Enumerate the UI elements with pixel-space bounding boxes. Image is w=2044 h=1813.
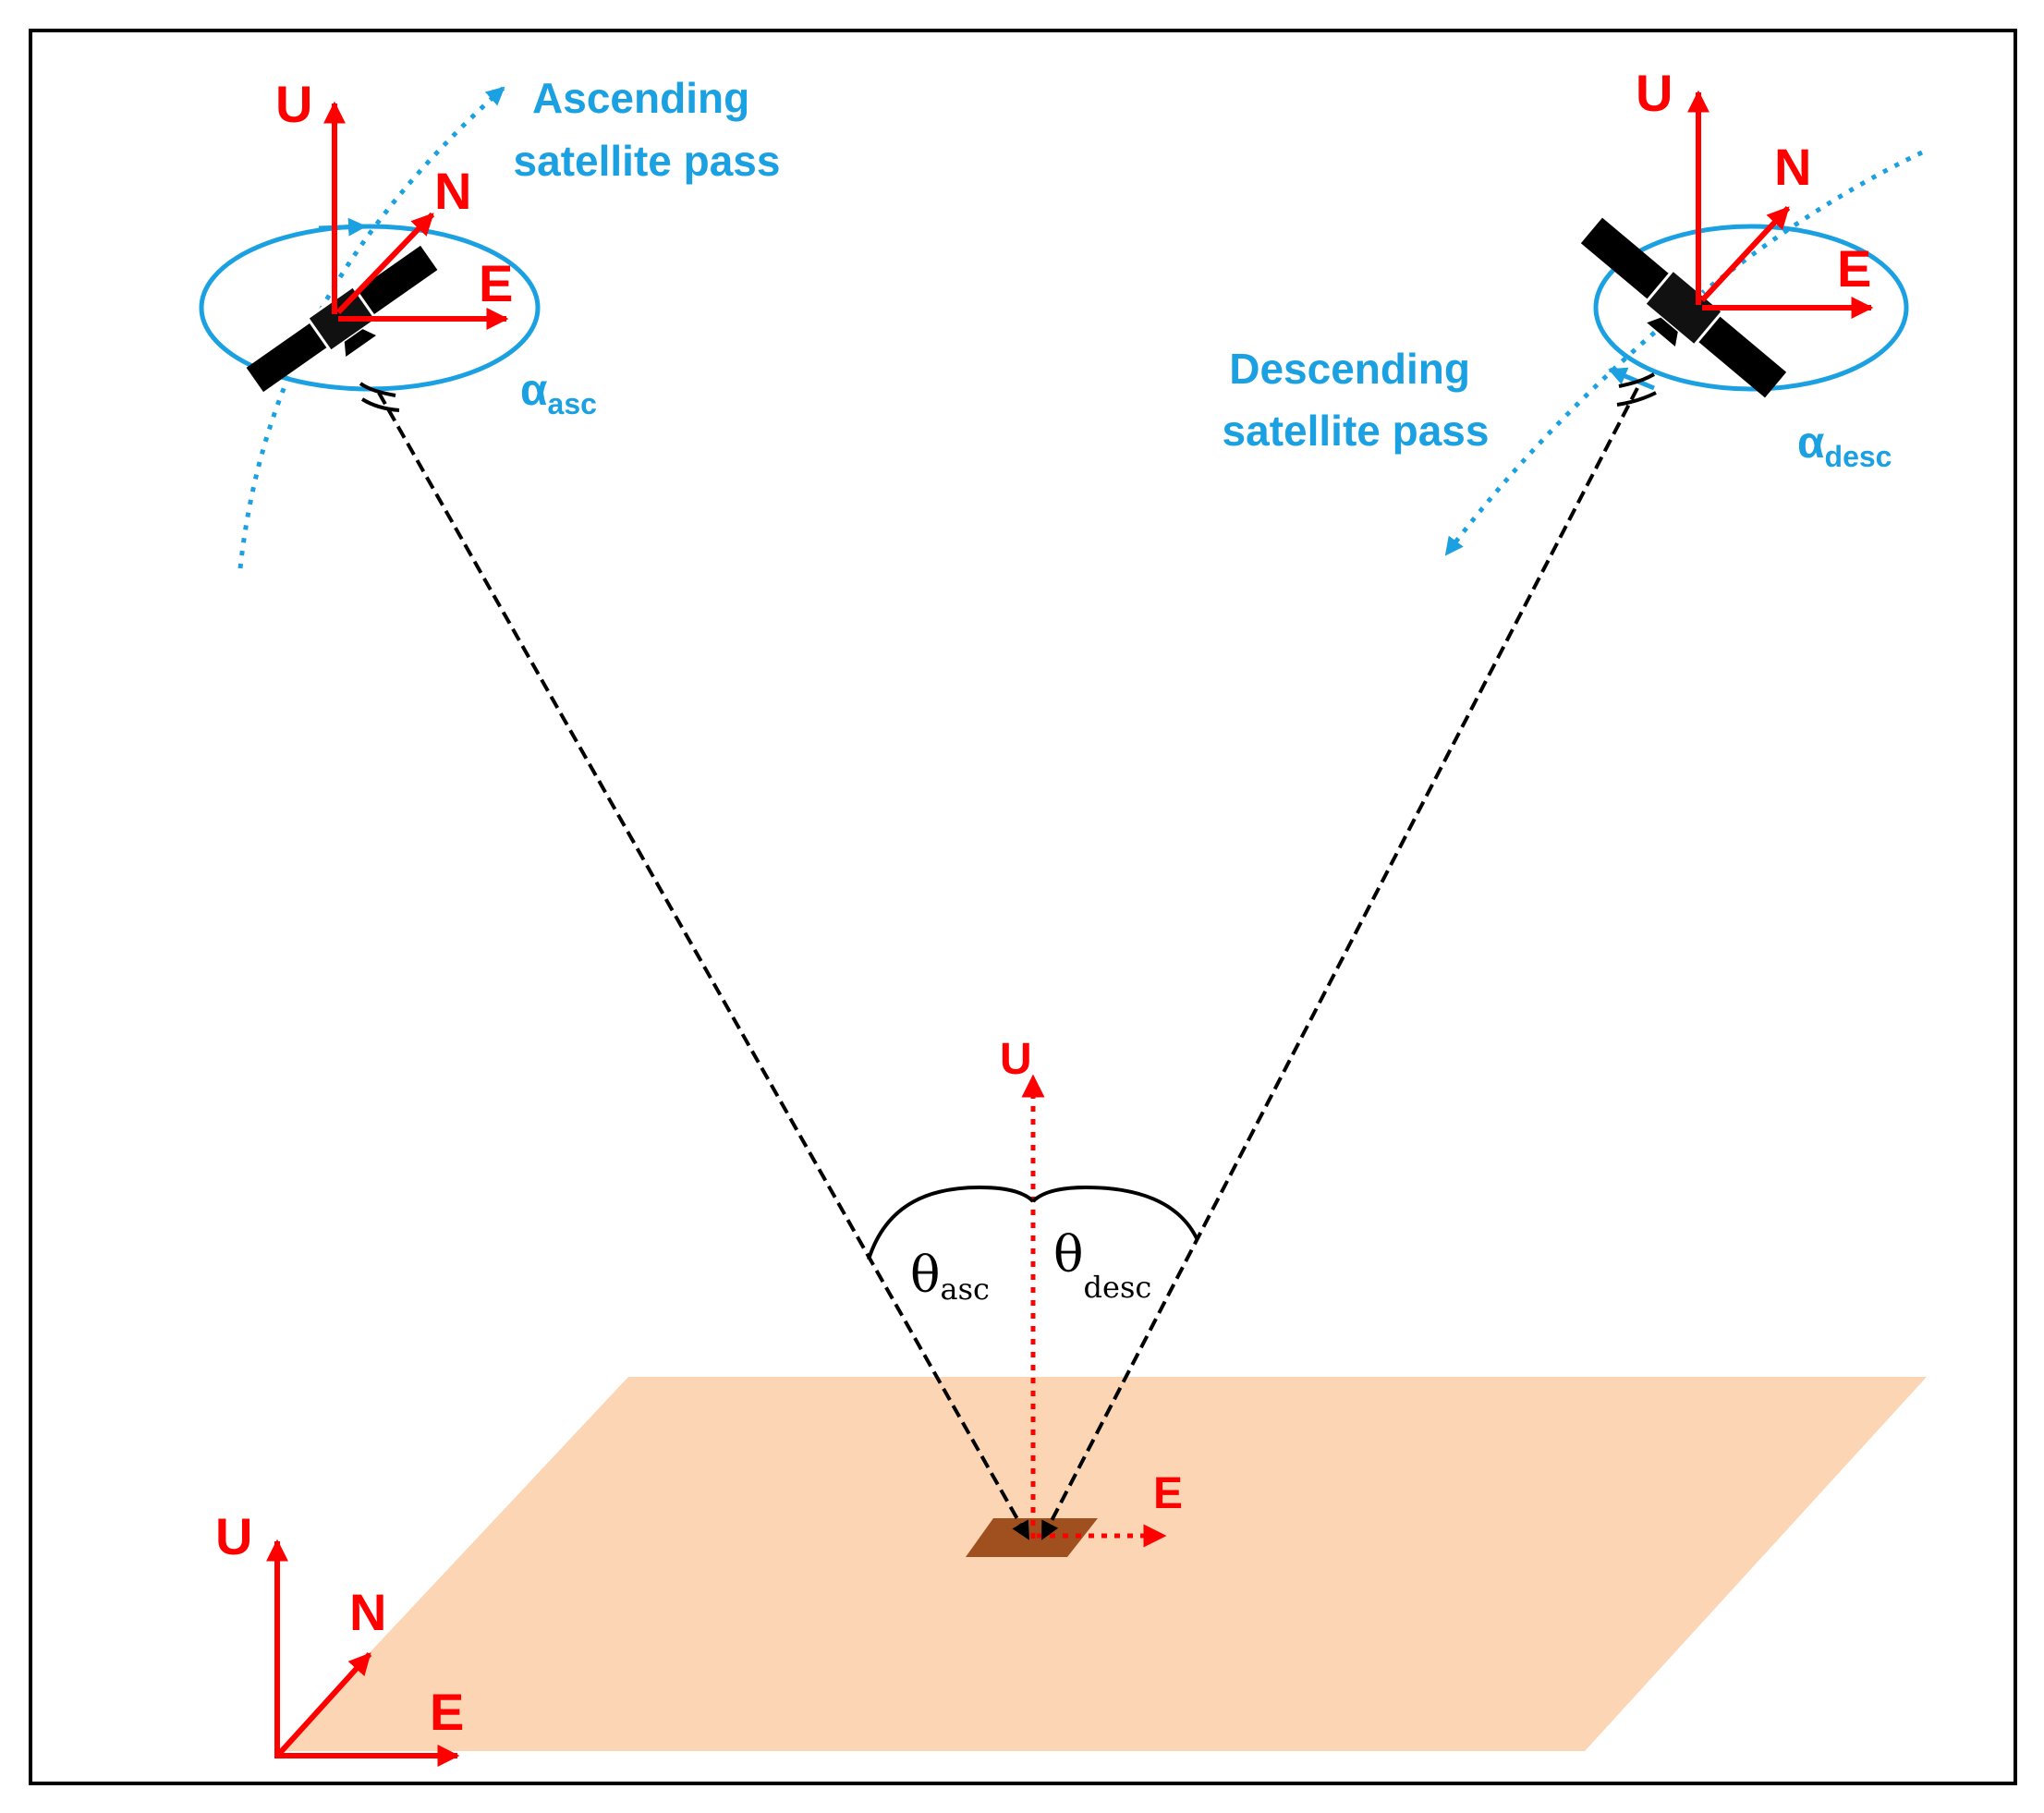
ascending-alpha-label: αasc xyxy=(520,366,597,420)
theta-desc-arc xyxy=(1031,1185,1198,1239)
ascending-line-of-sight xyxy=(377,392,1030,1540)
ascending-ellipse-arrow xyxy=(318,217,367,237)
descending-ellipse-arrow xyxy=(1608,367,1655,391)
descending-satellite-icon xyxy=(1580,217,1787,398)
descending-up-label: U xyxy=(1636,64,1673,122)
descending-heading-ellipse xyxy=(1593,224,1909,392)
descending-north-label: N xyxy=(1774,138,1811,196)
ascending-antenna-beam xyxy=(359,382,400,412)
ascending-satellite-group: U N E Ascending satellite pass αasc xyxy=(199,74,781,569)
ground-north-label: N xyxy=(349,1583,386,1641)
theta-asc-label: θasc xyxy=(910,1246,990,1307)
theta-asc-arc xyxy=(867,1185,1035,1260)
descending-north-axis xyxy=(1699,205,1791,303)
descending-satellite-group: U N E Descending satellite pass αdesc xyxy=(1223,64,1924,556)
descending-line-of-sight xyxy=(1040,387,1639,1540)
ascending-north-axis xyxy=(335,212,435,315)
ground-east-label: E xyxy=(430,1683,464,1741)
target-east-label: E xyxy=(1153,1469,1183,1518)
ground-up-label: U xyxy=(215,1507,252,1565)
ground-plane xyxy=(277,1377,1927,1751)
descending-east-label: E xyxy=(1837,239,1871,298)
ascending-north-label: N xyxy=(434,162,471,220)
ascending-up-label: U xyxy=(275,75,312,133)
ascending-east-label: E xyxy=(479,254,513,312)
target-up-label: U xyxy=(1000,1035,1032,1084)
descending-track xyxy=(1444,150,1924,556)
descending-antenna-beam xyxy=(1616,372,1657,407)
ground-reference-axes: U N E xyxy=(215,1507,464,1767)
ground-north-axis xyxy=(277,1651,372,1756)
descending-alpha-label: αdesc xyxy=(1797,419,1892,473)
theta-desc-label: θdesc xyxy=(1053,1225,1151,1305)
ascending-pass-label: Ascending satellite pass xyxy=(514,74,781,185)
descending-pass-label: Descending satellite pass xyxy=(1223,345,1490,455)
